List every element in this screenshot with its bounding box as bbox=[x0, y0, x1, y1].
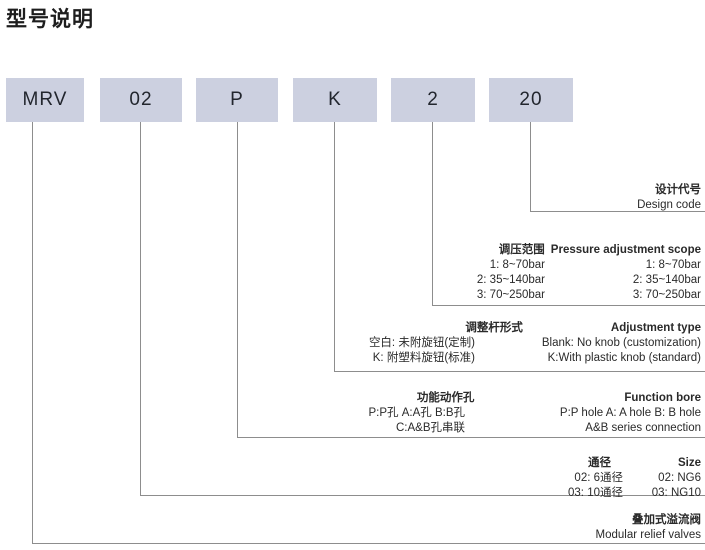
annotation-row: P:P孔 A:A孔 B:B孔 P:P hole A: A hole B: B h… bbox=[221, 406, 702, 421]
annotation-head-cn: 通径 bbox=[588, 457, 611, 469]
annotation-row-cn: 02: 6通径 bbox=[574, 472, 623, 484]
annotation-row-cn: 3: 70~250bar bbox=[476, 289, 545, 301]
leader-line-size-vertical bbox=[140, 122, 141, 495]
annotation-head-en: Design code bbox=[637, 199, 701, 211]
annotation-row-cn: 1: 8~70bar bbox=[489, 259, 545, 271]
code-box-p: P bbox=[196, 78, 278, 122]
leader-line-modular-horizontal bbox=[32, 543, 705, 544]
annotation-row: 02: 6通径 02: NG6 bbox=[401, 471, 701, 486]
annotation-row: 03: 10通径 03: NG10 bbox=[401, 486, 701, 501]
code-box-k: K bbox=[293, 78, 377, 122]
annotation-head-en: Pressure adjustment scope bbox=[550, 244, 701, 256]
leader-line-modular-vertical bbox=[32, 122, 33, 543]
annotation-head-cn: 调压范围 bbox=[498, 244, 545, 256]
code-box-label: MRV bbox=[22, 89, 68, 110]
annotation-row-en: 3: 70~250bar bbox=[632, 289, 701, 301]
annotation-row: 2: 35~140bar 2: 35~140bar bbox=[361, 273, 701, 288]
annotation-row: K: 附塑料旋钮(标准) K:With plastic knob (standa… bbox=[291, 351, 701, 366]
leader-line-adjustment-horizontal bbox=[334, 371, 705, 372]
code-box-label: P bbox=[230, 89, 244, 110]
annotation-head-cn: 功能动作孔 bbox=[416, 392, 475, 404]
leader-line-size-horizontal bbox=[140, 495, 705, 496]
annotation-row-cn: P:P孔 A:A孔 B:B孔 bbox=[368, 407, 466, 419]
annotation-head-cn: 叠加式溢流阀 bbox=[632, 514, 701, 526]
annotation-head-cn: 设计代号 bbox=[655, 184, 701, 196]
code-box-mrv: MRV bbox=[6, 78, 84, 122]
annotation-row: C:A&B孔串联 A&B series connection bbox=[221, 421, 701, 436]
annotation-head-en: Adjustment type bbox=[610, 322, 701, 334]
annotation-size: 通径 Size 02: 6通径 02: NG6 03: 10通径 03: NG1… bbox=[401, 455, 701, 501]
code-boxes-row: MRV 02 P K 2 20 bbox=[0, 78, 705, 122]
annotation-row-en: A&B series connection bbox=[585, 422, 701, 434]
annotation-row-en: Blank: No knob (customization) bbox=[541, 337, 701, 349]
annotation-row-en: K:With plastic knob (standard) bbox=[547, 352, 701, 364]
leader-line-design-code-horizontal bbox=[530, 211, 705, 212]
annotation-row: 3: 70~250bar 3: 70~250bar bbox=[361, 288, 701, 303]
leader-line-function-bore-horizontal bbox=[237, 437, 705, 438]
page-title: 型号说明 bbox=[6, 8, 94, 31]
code-box-label: 20 bbox=[519, 89, 543, 110]
annotation-adjustment-type: 调整杆形式 Adjustment type 空白: 未附旋钮(定制) Blank… bbox=[291, 320, 701, 366]
annotation-row-en: 2: 35~140bar bbox=[632, 274, 701, 286]
leader-line-adjustment-vertical bbox=[334, 122, 335, 371]
code-box-2: 2 bbox=[391, 78, 475, 122]
annotation-pressure-adjustment-scope: 调压范围 Pressure adjustment scope 1: 8~70ba… bbox=[361, 242, 701, 303]
code-box-label: K bbox=[328, 89, 342, 110]
annotation-row-cn: C:A&B孔串联 bbox=[395, 422, 465, 434]
leader-line-design-code-vertical bbox=[530, 122, 531, 211]
annotation-design-code: 设计代号 Design code bbox=[401, 182, 701, 213]
annotation-row-en: 1: 8~70bar bbox=[645, 259, 701, 271]
annotation-row-en: 02: NG6 bbox=[658, 472, 701, 484]
annotation-modular-relief-valves: 叠加式溢流阀 Modular relief valves bbox=[401, 512, 701, 543]
annotation-row: 空白: 未附旋钮(定制) Blank: No knob (customizati… bbox=[291, 336, 701, 351]
annotation-head-en: Size bbox=[677, 457, 701, 469]
leader-line-pressure-horizontal bbox=[432, 305, 705, 306]
code-box-label: 02 bbox=[129, 89, 153, 110]
annotation-head-en: Function bore bbox=[624, 392, 701, 404]
annotation-row: 1: 8~70bar 1: 8~70bar bbox=[361, 258, 701, 273]
annotation-row-cn: 空白: 未附旋钮(定制) bbox=[368, 337, 475, 349]
annotation-row-en: 03: NG10 bbox=[651, 487, 701, 499]
leader-line-pressure-vertical bbox=[432, 122, 433, 305]
annotation-head-en: Modular relief valves bbox=[595, 529, 701, 541]
annotation-row-cn: 2: 35~140bar bbox=[476, 274, 545, 286]
annotation-row-cn: K: 附塑料旋钮(标准) bbox=[372, 352, 475, 364]
leader-line-function-bore-vertical bbox=[237, 122, 238, 437]
annotation-row-cn: 03: 10通径 bbox=[568, 487, 623, 499]
annotation-function-bore: 功能动作孔 Function bore P:P孔 A:A孔 B:B孔 P:P h… bbox=[221, 390, 702, 436]
code-box-20: 20 bbox=[489, 78, 573, 122]
annotation-row-en: P:P hole A: A hole B: B hole bbox=[559, 407, 701, 419]
code-box-02: 02 bbox=[100, 78, 182, 122]
annotation-head-cn: 调整杆形式 bbox=[465, 322, 523, 334]
code-box-label: 2 bbox=[427, 89, 439, 110]
